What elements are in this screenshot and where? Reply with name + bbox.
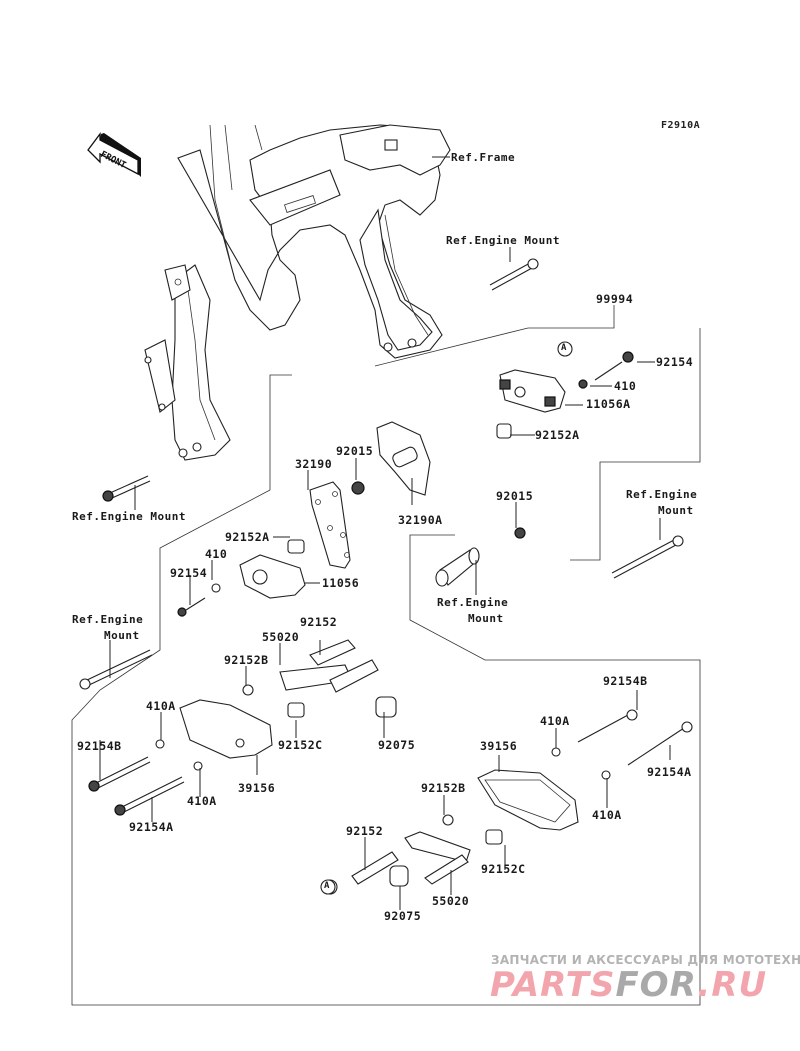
bracket-32190 — [309, 481, 351, 569]
ref-engine-mount-label-center-1: Ref.Engine — [437, 596, 509, 609]
frame-drawing — [144, 124, 451, 461]
ref-engine-mount-label-lower-2: Mount — [104, 629, 140, 642]
callout-marker-a-bottom — [320, 879, 336, 895]
part-11056-label[interactable]: 11056 — [322, 576, 360, 590]
ref-engine-mount-bolt-right — [611, 535, 684, 579]
watermark-logo-part1: PARTS — [490, 965, 616, 1005]
part-92075-left-label[interactable]: 92075 — [378, 738, 416, 752]
leader-lines — [99, 156, 671, 910]
part-92152-left-label[interactable]: 92152 — [300, 615, 338, 629]
ref-engine-mount-label-right-1: Ref.Engine — [626, 488, 698, 501]
bracket-11056 — [177, 539, 306, 617]
part-92152c-right-label[interactable]: 92152C — [481, 862, 526, 876]
part-92152b-right-label[interactable]: 92152B — [421, 781, 466, 795]
part-92154-label[interactable]: 92154 — [656, 355, 694, 369]
part-99994-label[interactable]: 99994 — [596, 292, 634, 306]
part-92152a-left-label[interactable]: 92152A — [225, 530, 270, 544]
ref-engine-mount-label-right-2: Mount — [658, 504, 694, 517]
part-92154a-left-label[interactable]: 92154A — [129, 820, 174, 834]
part-32190-label[interactable]: 32190 — [295, 457, 333, 471]
left-lower-group — [88, 639, 397, 816]
part-39156-left-label[interactable]: 39156 — [238, 781, 276, 795]
part-92015-upper-label[interactable]: 92015 — [336, 444, 374, 458]
part-410a-left-top-label[interactable]: 410A — [146, 699, 176, 713]
engine-mount-sleeve — [435, 547, 480, 587]
part-410-label[interactable]: 410 — [614, 379, 637, 393]
part-39156-right-label[interactable]: 39156 — [480, 739, 518, 753]
part-92015-right-label[interactable]: 92015 — [496, 489, 534, 503]
watermark-tagline: ЗАПЧАСТИ И АКСЕССУАРЫ ДЛЯ МОТОТЕХНИКИ — [491, 953, 800, 967]
watermark-logo-part2: FOR — [615, 965, 698, 1005]
watermark-logo: PARTSFOR.RU — [490, 968, 767, 1002]
part-92075-right-label[interactable]: 92075 — [384, 909, 422, 923]
part-410a-left-bottom-label[interactable]: 410A — [187, 794, 217, 808]
ref-engine-mount-label-lower-1: Ref.Engine — [72, 613, 144, 626]
part-410a-right-top-label[interactable]: 410A — [540, 714, 570, 728]
ref-engine-mount-bolt-lower-left — [79, 649, 153, 690]
part-410-left-label[interactable]: 410 — [205, 547, 228, 561]
part-11056a-label[interactable]: 11056A — [586, 397, 631, 411]
part-92152b-left-label[interactable]: 92152B — [224, 653, 269, 667]
bracket-11056a — [496, 351, 634, 439]
part-410a-right-bottom-label[interactable]: 410A — [592, 808, 622, 822]
part-92152a-right-label[interactable]: 92152A — [535, 428, 580, 442]
callout-marker-a-top — [557, 341, 573, 357]
part-55020-left-label[interactable]: 55020 — [262, 630, 300, 644]
callout-a-top-label: A — [561, 343, 567, 353]
part-92154b-right-label[interactable]: 92154B — [603, 674, 648, 688]
ref-engine-mount-label-left: Ref.Engine Mount — [72, 510, 186, 523]
watermark-logo-part3: .RU — [697, 965, 768, 1005]
bracket-32190a — [351, 421, 526, 539]
ref-frame-label: Ref.Frame — [451, 151, 516, 164]
ref-engine-mount-bolt-top — [489, 258, 539, 291]
callout-a-bottom-label: A — [324, 881, 330, 891]
part-92154a-right-label[interactable]: 92154A — [647, 765, 692, 779]
ref-engine-mount-bolt-left — [102, 475, 151, 502]
part-92152-right-label[interactable]: 92152 — [346, 824, 384, 838]
figure-id: F2910A — [661, 120, 701, 131]
part-92154b-left-label[interactable]: 92154B — [77, 739, 122, 753]
right-lower-group — [322, 709, 693, 895]
part-92152c-left-label[interactable]: 92152C — [278, 738, 323, 752]
ref-engine-mount-label-center-2: Mount — [468, 612, 504, 625]
part-92154-left-label[interactable]: 92154 — [170, 566, 208, 580]
kit-outline — [71, 305, 701, 1006]
part-55020-right-label[interactable]: 55020 — [432, 894, 470, 908]
front-arrow-icon: FRONT — [87, 132, 141, 177]
ref-engine-mount-label-top: Ref.Engine Mount — [446, 234, 560, 247]
part-32190a-label[interactable]: 32190A — [398, 513, 443, 527]
